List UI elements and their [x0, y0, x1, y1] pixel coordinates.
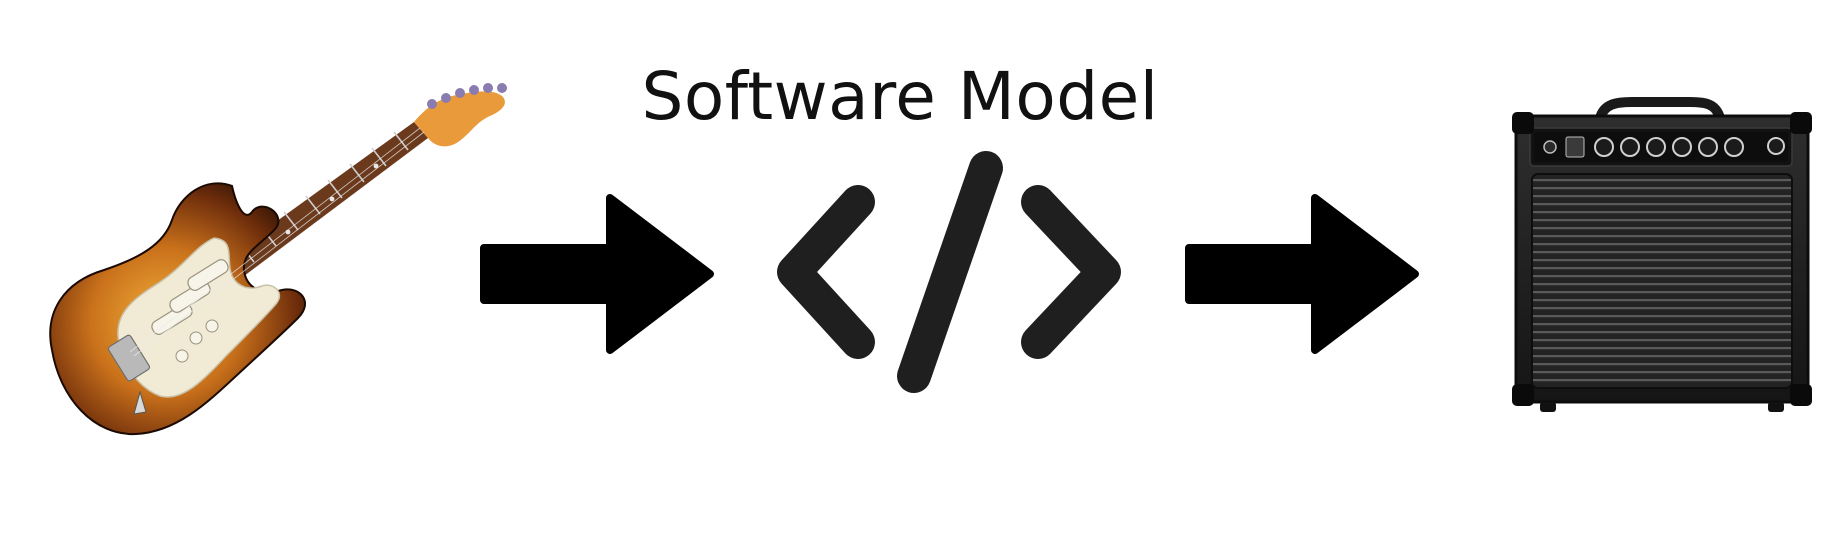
arrow-right-icon — [480, 194, 714, 354]
code-brackets-icon — [777, 151, 1121, 393]
arrow-right-icon — [1185, 194, 1419, 354]
diagram-title: Software Model — [641, 58, 1159, 135]
guitar-amplifier-icon — [1512, 97, 1812, 412]
electric-guitar-icon — [49, 83, 507, 436]
